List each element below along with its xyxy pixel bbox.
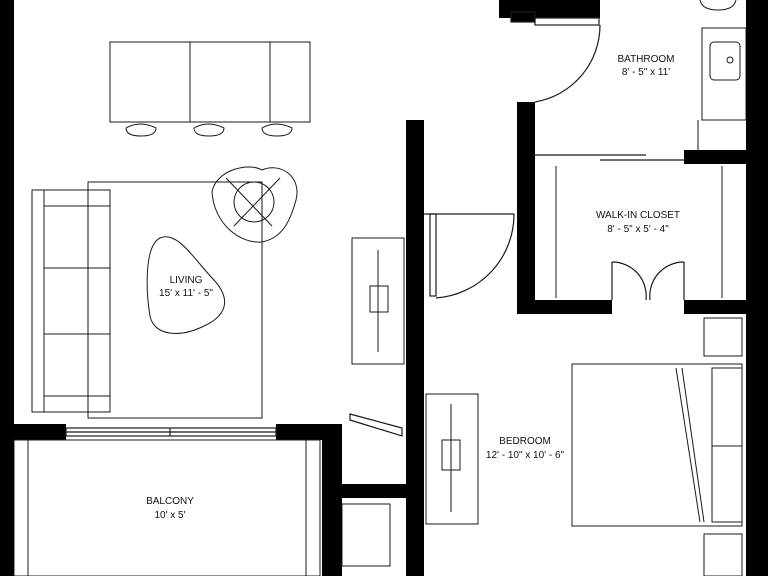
doors: [65, 11, 685, 437]
sofa-cushion-2: [43, 267, 111, 335]
bathroom-name: BATHROOM: [617, 54, 674, 65]
wall-entry-left: [322, 424, 342, 576]
living-furniture: [31, 41, 405, 419]
balcony-railing-right: [305, 439, 321, 576]
walk-in-closet-name: WALK-IN CLOSET: [596, 210, 680, 221]
wall-closet-top-right: [684, 150, 746, 164]
closet-door-swing-right: [649, 261, 685, 301]
bar-stool-3: [261, 123, 293, 137]
balcony-outline: [13, 439, 321, 576]
living-dimensions: 15' x 11' - 5": [159, 288, 213, 299]
kitchen-island: [109, 41, 311, 123]
sofa-cushion-3: [43, 333, 111, 397]
bar-stool-2: [193, 123, 225, 137]
media-console: [351, 237, 405, 365]
toilet-icon: [699, 0, 737, 11]
bathroom-door-frame-top: [510, 11, 536, 23]
sofa-cushion-1: [43, 205, 111, 269]
living-rug: [87, 181, 263, 419]
closet-door-swing-left: [611, 261, 647, 301]
armchair-detail-2: [233, 177, 281, 227]
bed-fold-2: [681, 367, 705, 523]
bed-headboard: [711, 367, 743, 523]
wall-exterior-left: [0, 0, 14, 576]
bedroom-furniture: [425, 363, 743, 576]
wall-exterior-right: [746, 0, 768, 576]
closet-fixtures: [555, 166, 743, 357]
wall-bathroom-left: [517, 102, 535, 314]
sink-faucet-icon: [726, 56, 734, 64]
bedroom-dresser: [425, 393, 479, 525]
tv-screen: [369, 285, 389, 313]
nightstand-top: [703, 533, 743, 576]
armchair: [211, 166, 298, 243]
living-door-swing: [435, 213, 515, 299]
bedroom-dimensions: 12' - 10" x 10' - 6": [486, 450, 565, 461]
balcony-name: BALCONY: [146, 496, 194, 507]
wall-entry-bottom: [338, 484, 408, 498]
bathroom-dimensions: 8' - 5" x 11': [622, 67, 670, 78]
bedroom-name: BEDROOM: [499, 436, 551, 447]
balcony-railing-left: [13, 439, 29, 576]
wall-living-bedroom: [406, 120, 424, 576]
bar-stool-1: [125, 123, 157, 137]
living-name: LIVING: [170, 275, 203, 286]
bathroom-sink: [709, 41, 741, 81]
bathroom-fixtures: [697, 0, 747, 150]
wall-balcony-top-left: [14, 424, 66, 440]
armchair-detail-1: [225, 177, 273, 227]
living-door-leaf: [429, 213, 437, 297]
room-labels: BATHROOM 8' - 5" x 11' LIVING 15' x 11' …: [146, 54, 680, 521]
bed: [571, 363, 743, 527]
balcony: [13, 439, 391, 576]
walk-in-closet-dimensions: 8' - 5" x 5' - 4": [607, 224, 669, 235]
bathroom-vanity: [701, 27, 747, 121]
sofa-back: [31, 189, 45, 413]
balcony-dimensions: 10' x 5': [154, 510, 185, 521]
bathroom-door-leaf: [534, 17, 600, 26]
entry-closet: [341, 503, 391, 567]
bathroom-door-swing: [534, 24, 601, 103]
closet-shelf-right-corner: [703, 317, 743, 357]
wall-closet-bottom-left: [517, 300, 612, 314]
entry-closet-door: [349, 413, 403, 437]
armchair-seat: [233, 181, 275, 223]
bed-fold-1: [675, 367, 701, 523]
coffee-table: [146, 236, 225, 334]
wall-closet-bottom-right: [684, 300, 746, 314]
